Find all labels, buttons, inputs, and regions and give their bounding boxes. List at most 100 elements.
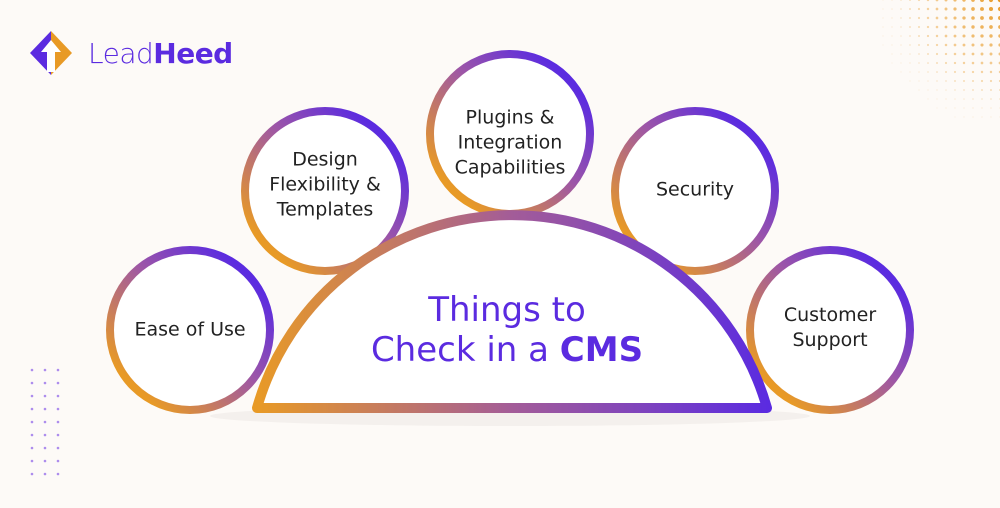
dot xyxy=(962,43,966,47)
dot xyxy=(953,70,957,74)
logo-arrow-icon xyxy=(30,31,72,75)
dot xyxy=(918,53,920,55)
title-line-2-prefix: Check in a xyxy=(370,330,560,370)
dot xyxy=(997,0,1000,3)
dot xyxy=(926,0,930,2)
dot xyxy=(43,368,47,372)
brand-name-light: Lead xyxy=(88,36,154,70)
dot xyxy=(882,8,884,10)
dot xyxy=(900,44,902,46)
dot xyxy=(945,71,947,73)
dot xyxy=(953,16,957,20)
dot xyxy=(989,79,993,83)
title-line-2: Check in a CMS xyxy=(371,330,643,370)
item-plugins-integration: Plugins & Integration Capabilities xyxy=(454,106,566,179)
dot xyxy=(918,89,920,91)
dot xyxy=(900,26,902,28)
center-arch xyxy=(252,210,772,413)
dot xyxy=(953,43,957,47)
dot xyxy=(944,25,948,29)
dot xyxy=(963,107,965,109)
dot xyxy=(891,35,893,37)
dot xyxy=(30,420,34,424)
dot xyxy=(990,116,992,118)
dot xyxy=(971,7,975,11)
dot xyxy=(988,6,994,12)
dot xyxy=(891,44,893,46)
dot xyxy=(963,116,965,118)
dot xyxy=(953,34,957,38)
dot xyxy=(997,6,1000,12)
title-cms: CMS xyxy=(559,330,644,370)
dot xyxy=(945,80,947,82)
dot xyxy=(954,116,956,118)
dot xyxy=(882,35,884,37)
dot xyxy=(980,61,984,65)
dot xyxy=(980,79,984,83)
dot xyxy=(962,16,966,20)
dot xyxy=(971,34,975,38)
dot xyxy=(944,0,948,2)
item-design-flexibility: Design Flexibility & Templates xyxy=(269,148,381,221)
dot xyxy=(900,17,902,19)
dot xyxy=(989,43,993,47)
dot xyxy=(927,53,929,55)
circle-design xyxy=(241,107,409,275)
dot xyxy=(43,433,47,437)
dot-pattern-left xyxy=(30,368,60,476)
dot xyxy=(30,394,34,398)
dot xyxy=(935,25,939,29)
dot xyxy=(909,71,911,73)
dot xyxy=(954,89,956,91)
dot xyxy=(900,71,902,73)
dot xyxy=(56,446,60,450)
dot xyxy=(30,368,34,372)
dot xyxy=(936,71,938,73)
dot xyxy=(43,459,47,463)
dot xyxy=(917,16,921,20)
dot xyxy=(981,116,983,118)
dot xyxy=(909,53,911,55)
dot xyxy=(891,8,893,10)
dot xyxy=(56,368,60,372)
dot xyxy=(944,7,948,11)
dot xyxy=(927,89,929,91)
dot xyxy=(909,17,911,19)
dot xyxy=(971,52,975,56)
dot xyxy=(980,43,984,47)
dot xyxy=(953,0,957,2)
dot xyxy=(891,62,893,64)
dot xyxy=(927,62,929,64)
brand-name-bold: Heed xyxy=(153,36,233,70)
dot xyxy=(944,34,948,38)
logo: LeadHeed xyxy=(28,30,233,76)
dot xyxy=(963,89,965,91)
dot xyxy=(43,394,47,398)
dot xyxy=(953,52,957,56)
dot xyxy=(909,26,911,28)
dot xyxy=(56,420,60,424)
dot xyxy=(962,34,966,38)
dot xyxy=(935,7,939,11)
dot xyxy=(962,70,966,74)
dot xyxy=(954,107,956,109)
dot xyxy=(980,34,984,38)
dot xyxy=(935,43,939,47)
dot xyxy=(990,107,992,109)
dot xyxy=(962,7,966,11)
dot xyxy=(918,62,920,64)
dot xyxy=(972,89,974,91)
dot xyxy=(917,34,921,38)
dot xyxy=(900,35,902,37)
dot xyxy=(972,107,974,109)
dot xyxy=(971,43,975,47)
dot xyxy=(30,446,34,450)
dot xyxy=(989,25,993,29)
dot xyxy=(56,381,60,385)
dot xyxy=(972,116,974,118)
dot xyxy=(990,89,992,91)
circle-customer-support xyxy=(746,246,914,414)
dot xyxy=(909,44,911,46)
center-title: Things to Check in a CMS xyxy=(371,290,643,370)
